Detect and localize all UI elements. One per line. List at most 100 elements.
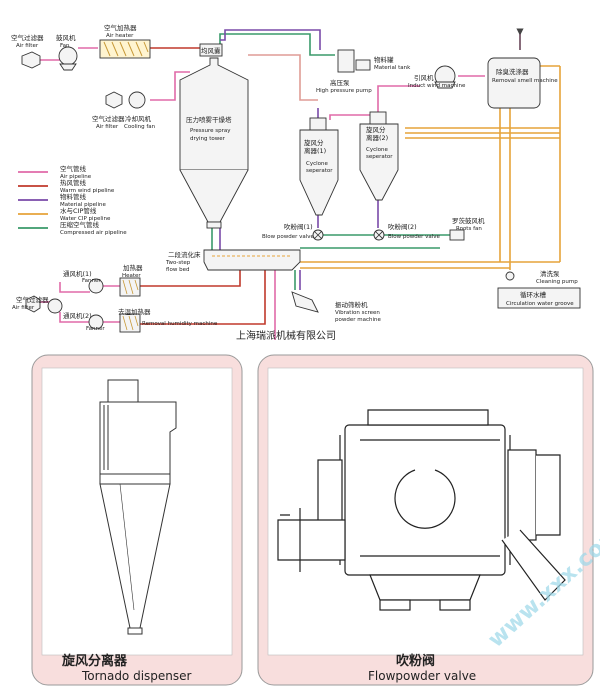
svg-text:物料罐: 物料罐 xyxy=(374,55,394,64)
svg-text:去湿加热器: 去湿加热器 xyxy=(118,307,151,316)
svg-text:High pressure pump: High pressure pump xyxy=(316,88,372,94)
svg-text:加热器: 加热器 xyxy=(123,263,143,272)
legend-label-cn: 空气管线 xyxy=(60,164,87,173)
svg-text:压力喷雾干燥塔: 压力喷雾干燥塔 xyxy=(186,115,232,124)
cleaning-pump: 清洗泵 Cleaning pump xyxy=(505,269,578,285)
legend-label-en: Warm wind pipeline xyxy=(60,188,115,194)
svg-text:Air filter: Air filter xyxy=(12,305,35,311)
svg-text:Circulation water groove: Circulation water groove xyxy=(506,301,574,307)
spray-drying-tower: 均风囊 压力喷雾干燥塔 Pressure spray drying tower xyxy=(179,43,249,229)
flowpowder-valve-en: Flowpowder valve xyxy=(368,669,476,683)
svg-text:Roots fan: Roots fan xyxy=(456,226,482,232)
svg-text:Air filter: Air filter xyxy=(96,124,119,130)
legend-label-cn: 热风管线 xyxy=(60,178,87,187)
svg-text:离器(2): 离器(2) xyxy=(366,133,388,142)
svg-text:离器(1): 离器(1) xyxy=(304,146,326,155)
svg-text:吹粉阀(1): 吹粉阀(1) xyxy=(284,222,313,231)
vibration-screen: 振动筛粉机 Vibration screen powder machine xyxy=(291,291,381,323)
fan: 鼓风机 Fan xyxy=(56,33,78,71)
svg-text:Pressure spray: Pressure spray xyxy=(190,128,231,134)
svg-text:Removal smell machine: Removal smell machine xyxy=(492,78,558,84)
svg-text:drying tower: drying tower xyxy=(190,136,226,142)
svg-text:Fan: Fan xyxy=(60,43,70,49)
air-filter-1: 空气过滤器 Air filter xyxy=(11,33,44,69)
flowpowder-valve-cn: 吹粉阀 xyxy=(396,653,435,669)
two-step-flow-bed: 二段流化床 Two-step flow bed xyxy=(165,249,301,273)
tornado-dispenser-en: Tornado dispenser xyxy=(81,669,192,683)
svg-text:循环水槽: 循环水槽 xyxy=(520,290,547,299)
svg-text:鼓风机: 鼓风机 xyxy=(56,33,76,42)
svg-text:二段流化床: 二段流化床 xyxy=(168,250,201,259)
svg-text:引风机: 引风机 xyxy=(414,73,434,82)
svg-text:通风机(1): 通风机(1) xyxy=(63,269,92,278)
svg-text:空气过滤器: 空气过滤器 xyxy=(16,295,49,304)
svg-text:Induct wind machine: Induct wind machine xyxy=(408,83,466,89)
air-heater: 空气加热器 Air heater xyxy=(99,23,151,59)
blow-powder-valve-1: 吹粉阀(1) Blow powder valve xyxy=(262,222,324,241)
svg-text:旋风分: 旋风分 xyxy=(366,125,386,134)
induct-wind-machine: 引风机 Induct wind machine xyxy=(408,65,466,89)
legend-label-cn: 压缩空气管线 xyxy=(60,220,100,229)
removal-humidity-machine: 去湿加热器 Removal humidity machine xyxy=(118,307,218,333)
legend-label-en: Air pipeline xyxy=(60,174,92,180)
svg-text:Cyclone: Cyclone xyxy=(366,147,388,153)
material-tank: 物料罐 Material tank 高压泵 High pressure pump xyxy=(316,49,411,94)
air-filter-2: 空气过滤器 Air filter xyxy=(92,91,125,130)
blow-powder-valve-2: 吹粉阀(2) Blow powder valve xyxy=(373,222,441,241)
tornado-dispenser-cn: 旋风分离器 xyxy=(61,653,128,669)
svg-text:均风囊: 均风囊 xyxy=(201,46,221,55)
svg-text:冷却风机: 冷却风机 xyxy=(125,114,152,123)
svg-text:seperator: seperator xyxy=(366,154,393,160)
svg-text:Vibration screen: Vibration screen xyxy=(335,310,380,316)
svg-text:Cooling fan: Cooling fan xyxy=(124,124,156,130)
svg-text:Fanner: Fanner xyxy=(82,278,101,284)
fanner-2: 通风机(2) Fanner xyxy=(63,311,105,332)
svg-text:Heater: Heater xyxy=(122,273,141,279)
legend-label-en: Material pipeline xyxy=(60,202,107,208)
svg-text:Cyclone: Cyclone xyxy=(306,161,328,167)
flowpowder-valve-panel: 吹粉阀 Flowpowder valve www.xxx.com xyxy=(257,354,600,686)
fanner-1: 通风机(1) Fanner xyxy=(63,269,104,294)
svg-text:Blow powder valve: Blow powder valve xyxy=(388,234,441,240)
company-name: 上海瑞派机械有限公司 xyxy=(236,329,336,342)
legend-label-cn: 物料管线 xyxy=(60,192,87,201)
valve-drawing xyxy=(277,409,566,611)
svg-text:旋风分: 旋风分 xyxy=(304,138,324,147)
svg-text:Blow powder valve: Blow powder valve xyxy=(262,234,315,240)
svg-text:Air heater: Air heater xyxy=(106,33,134,39)
cooling-fan: 冷却风机 Cooling fan xyxy=(124,91,156,130)
cyclone-separator-1: 旋风分 离器(1) Cyclone seperator xyxy=(299,117,339,216)
cyclone-separator-2: 旋风分 离器(2) Cyclone seperator xyxy=(359,111,399,201)
tornado-dispenser-panel: 旋风分离器 Tornado dispenser xyxy=(31,354,243,686)
svg-text:除臭洗涤器: 除臭洗涤器 xyxy=(496,67,529,76)
svg-text:罗茨鼓风机: 罗茨鼓风机 xyxy=(452,216,485,225)
removal-smell-machine: 除臭洗涤器 Removal smell machine xyxy=(487,57,558,109)
air-filter-3: 空气过滤器 Air filter xyxy=(12,295,63,314)
svg-text:空气加热器: 空气加热器 xyxy=(104,23,137,32)
circulation-water-groove: 循环水槽 Circulation water groove xyxy=(497,287,581,309)
svg-text:Material tank: Material tank xyxy=(374,65,411,71)
svg-text:振动筛粉机: 振动筛粉机 xyxy=(335,300,368,309)
svg-text:吹粉阀(2): 吹粉阀(2) xyxy=(388,222,417,231)
svg-text:高压泵: 高压泵 xyxy=(330,78,350,87)
heater: 加热器 Heater xyxy=(119,263,143,297)
svg-text:flow bed: flow bed xyxy=(166,267,189,273)
svg-text:seperator: seperator xyxy=(306,168,333,174)
svg-text:Cleaning pump: Cleaning pump xyxy=(536,279,578,285)
legend-label-en: Water CIP pipeline xyxy=(60,216,111,222)
legend-label-en: Compressed air pipeline xyxy=(60,230,127,236)
roots-fan: 罗茨鼓风机 Roots fan xyxy=(449,216,485,241)
svg-text:Fanner: Fanner xyxy=(86,326,105,332)
svg-text:空气过滤器: 空气过滤器 xyxy=(92,114,125,123)
svg-text:清洗泵: 清洗泵 xyxy=(540,269,560,278)
cyclone-drawing xyxy=(99,379,177,635)
svg-text:Air filter: Air filter xyxy=(16,43,39,49)
svg-text:通风机(2): 通风机(2) xyxy=(63,311,92,320)
svg-text:Two-step: Two-step xyxy=(165,260,191,266)
svg-text:powder machine: powder machine xyxy=(335,317,381,323)
svg-text:空气过滤器: 空气过滤器 xyxy=(11,33,44,42)
svg-text:Removal humidity machine: Removal humidity machine xyxy=(142,321,218,327)
pipelines xyxy=(40,29,561,340)
